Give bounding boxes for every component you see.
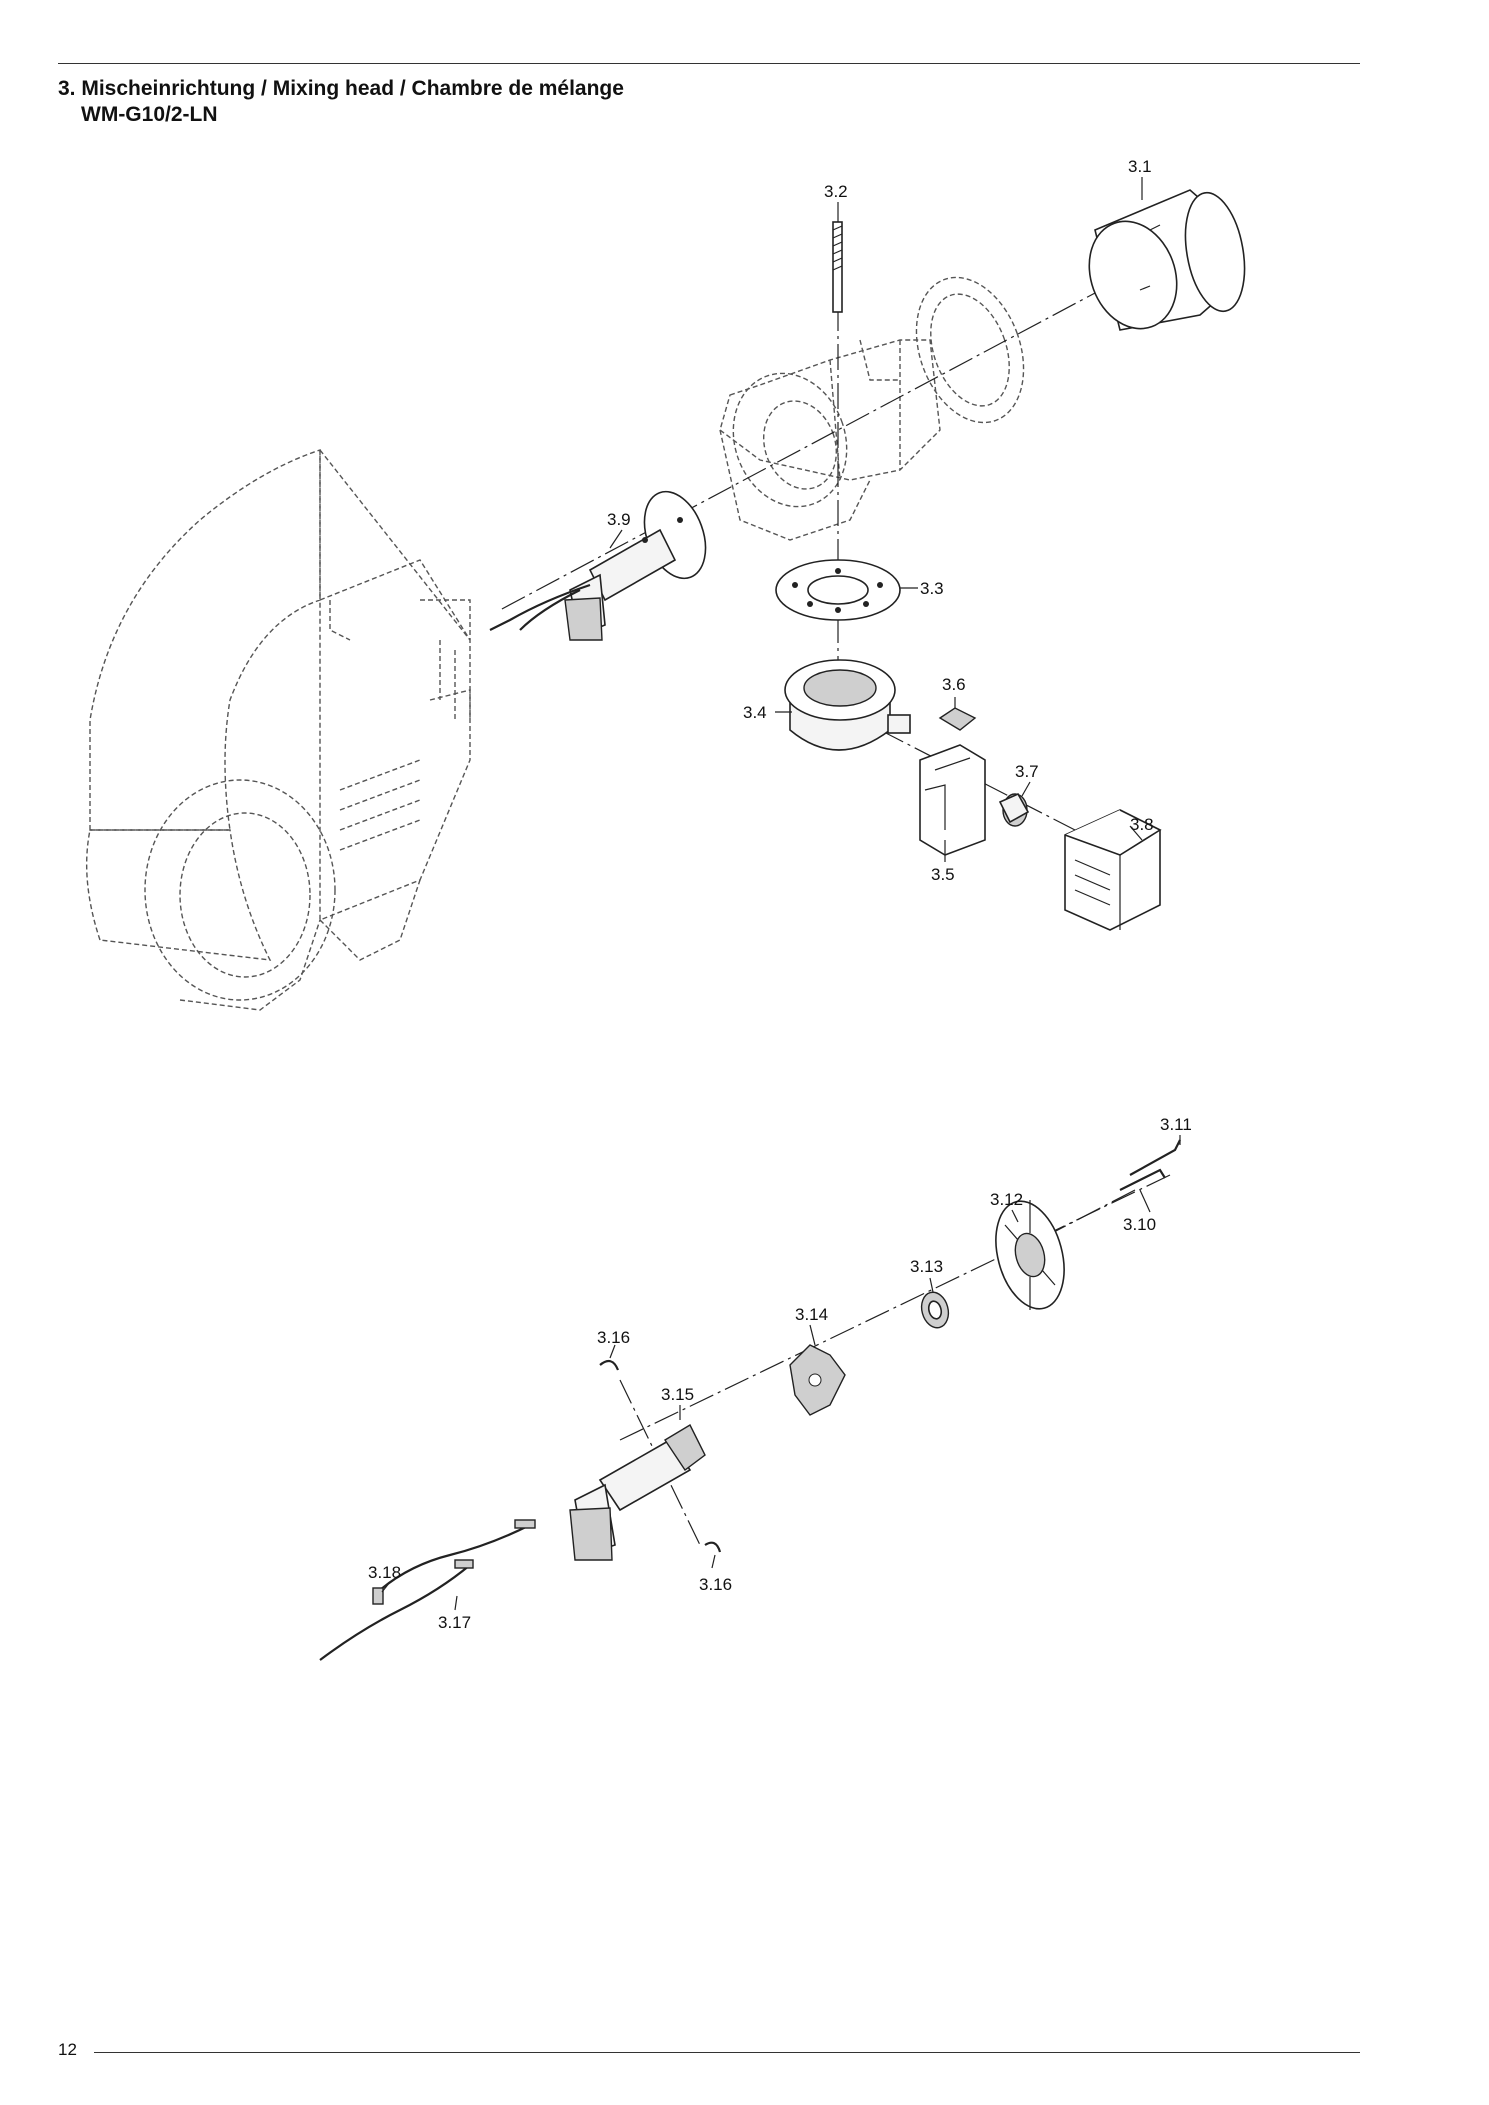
page-title-line1: 3. Mischeinrichtung / Mixing head / Cham…: [58, 77, 624, 100]
callout-3-6: 3.6: [942, 675, 966, 694]
part-3-2-threaded-stud: [832, 221, 843, 313]
part-3-8-servo-motor: [1064, 809, 1162, 931]
callout-3-2: 3.2: [824, 182, 848, 201]
burner-housing-outline: [85, 449, 471, 1011]
page-title: 3. Mischeinrichtung / Mixing head / Cham…: [58, 76, 624, 128]
part-3-4-adjustment-housing: [784, 659, 911, 751]
part-3-7-coupling: [998, 792, 1030, 827]
callout-3-16-lower: 3.16: [699, 1575, 732, 1594]
callout-3-15: 3.15: [661, 1385, 694, 1404]
callout-3-11: 3.11: [1160, 1115, 1192, 1134]
callout-3-4: 3.4: [743, 703, 767, 722]
part-3-10-electrode: [1119, 1168, 1166, 1191]
callout-3-10: 3.10: [1123, 1215, 1156, 1234]
burner-flange-outline: [719, 276, 1025, 541]
callout-3-12: 3.12: [990, 1190, 1023, 1209]
part-3-11-electrode: [1129, 1139, 1181, 1176]
part-3-18-ignition-cable: [372, 1519, 536, 1605]
part-3-13-ring: [920, 1291, 950, 1329]
part-3-16-clip-upper: [599, 1359, 620, 1371]
page-number: 12: [58, 2040, 77, 2059]
callout-3-8: 3.8: [1130, 815, 1154, 834]
top-rule: [58, 63, 1360, 64]
part-3-14-swirler: [789, 1344, 846, 1416]
callout-3-17: 3.17: [438, 1613, 471, 1632]
part-3-17-ignition-cable: [319, 1559, 474, 1661]
callout-3-5: 3.5: [931, 865, 955, 884]
page-title-line2: WM-G10/2-LN: [81, 103, 218, 126]
bottom-rule: [94, 2052, 1360, 2053]
part-3-9-mixing-head-assembly: [489, 490, 707, 641]
part-3-16-clip-lower: [704, 1541, 722, 1553]
callout-3-1: 3.1: [1128, 157, 1152, 176]
part-3-5-bracket: [919, 744, 986, 856]
callout-3-9: 3.9: [607, 510, 631, 529]
part-3-6-pad: [938, 707, 977, 731]
callout-3-18: 3.18: [368, 1563, 401, 1582]
callout-3-16-upper: 3.16: [597, 1328, 630, 1347]
callout-3-3: 3.3: [920, 579, 944, 598]
part-3-3-gasket: [775, 559, 901, 621]
part-3-12-baffle-plate: [995, 1200, 1065, 1310]
part-3-1-blast-tube: [1088, 189, 1246, 331]
callout-3-13: 3.13: [910, 1257, 943, 1276]
callout-3-14: 3.14: [795, 1305, 828, 1324]
axis-upper: [499, 284, 1111, 611]
leader-lines: [381, 177, 1181, 1611]
part-3-15-nozzle-holder: [569, 1424, 706, 1561]
callout-3-7: 3.7: [1015, 762, 1039, 781]
